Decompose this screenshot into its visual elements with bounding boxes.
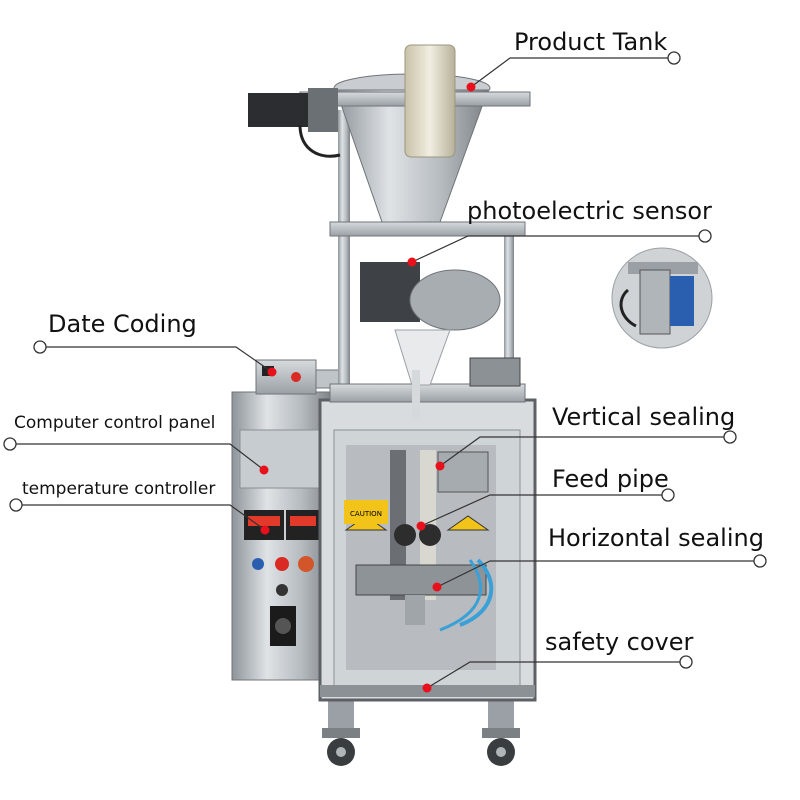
leader-end-circles xyxy=(3,51,767,669)
label-horizontal-sealing: Horizontal sealing xyxy=(548,524,764,552)
marker-dot-feed-pipe xyxy=(416,521,426,531)
label-feed-pipe: Feed pipe xyxy=(552,465,669,493)
marker-dot-vertical-sealing xyxy=(435,461,445,471)
marker-dot-photoelectric-sensor xyxy=(407,257,417,267)
upper-frame xyxy=(329,110,526,420)
marker-dot-safety-cover xyxy=(422,683,432,693)
photoelectric-sensor-inset xyxy=(611,247,713,349)
marker-dot-product-tank xyxy=(466,82,476,92)
label-vertical-sealing: Vertical sealing xyxy=(552,403,736,431)
label-date-coding: Date Coding xyxy=(48,310,197,338)
warning-sign-text: CAUTION xyxy=(350,510,382,518)
label-photoelectric-sensor: photoelectric sensor xyxy=(467,197,712,225)
label-computer-control-panel: Computer control panel xyxy=(14,413,216,433)
leader-lines xyxy=(10,57,760,689)
caster-wheels xyxy=(322,695,520,766)
label-safety-cover: safety cover xyxy=(545,628,694,656)
label-product-tank: Product Tank xyxy=(514,28,668,56)
label-temperature-controller: temperature controller xyxy=(22,479,216,499)
sealing-mechanism: CAUTION xyxy=(344,450,494,632)
marker-dot-temperature-controller xyxy=(260,525,270,535)
marker-dot-horizontal-sealing xyxy=(432,582,442,592)
control-cabinet xyxy=(231,391,333,681)
marker-dot-date-coding xyxy=(267,367,277,377)
marker-dots xyxy=(259,82,476,693)
product-tank xyxy=(248,44,531,223)
marker-dot-computer-control-panel xyxy=(259,465,269,475)
